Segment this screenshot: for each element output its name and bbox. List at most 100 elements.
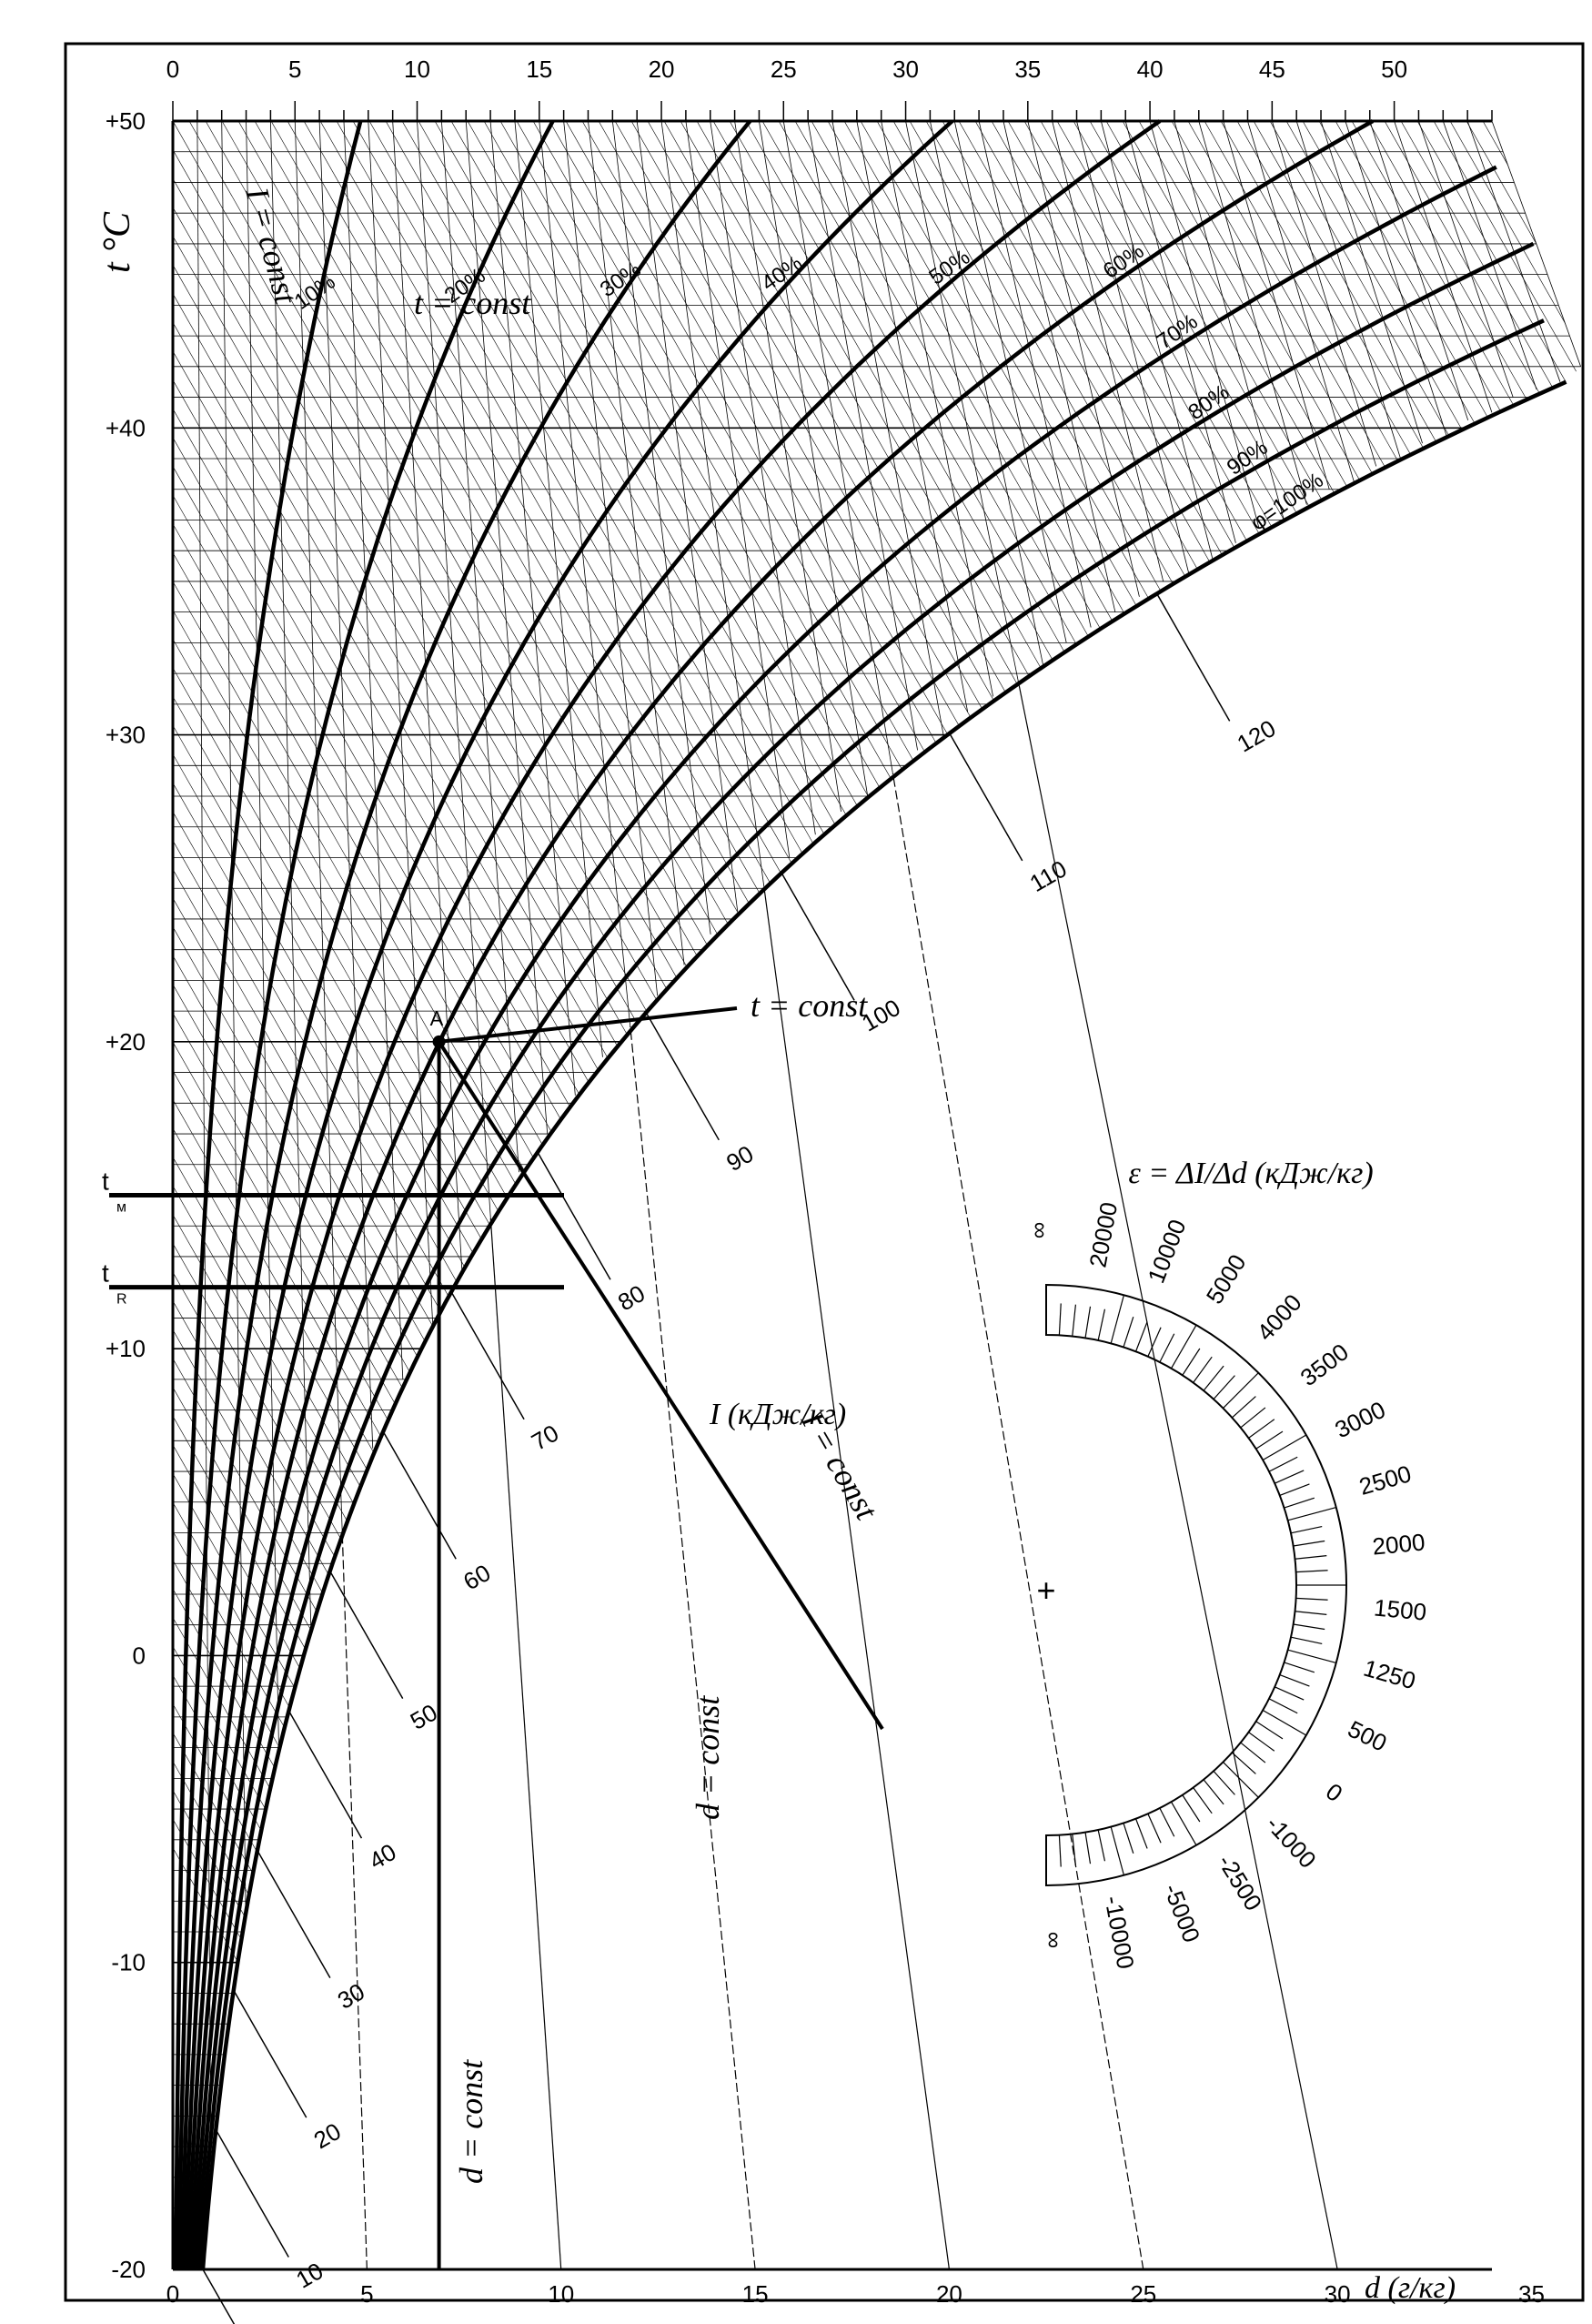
protractor-tick (1293, 1623, 1325, 1631)
d-grid-line (514, 120, 603, 1057)
protractor-label: 2500 (1356, 1460, 1415, 1500)
d-grid-line (417, 120, 491, 1218)
protractor-tick (1097, 1829, 1106, 1862)
left-tick-label: -10 (111, 1949, 146, 1976)
enthalpy-grid-line (173, 121, 1005, 2269)
d-grid-line (660, 120, 765, 889)
enthalpy-grid-line (1498, 121, 1581, 2269)
d-grid-line (611, 120, 711, 935)
d-grid-line (318, 120, 374, 1449)
protractor-label: ∞ (1041, 1932, 1068, 1949)
enthalpy-grid-line (794, 121, 1581, 2269)
point-a-label: A (430, 1007, 444, 1030)
d-grid-line (978, 120, 1092, 628)
enthalpy-grid-line (1253, 121, 1581, 2269)
enthalpy-grid-line (352, 121, 1581, 2269)
enthalpy-grid-line (811, 121, 1581, 2269)
rh-curve-70 (191, 165, 1497, 2270)
protractor-tick (1084, 1832, 1092, 1864)
enthalpy-grid-line (173, 121, 760, 2269)
protractor-tick (1182, 1794, 1201, 1823)
enthalpy-grid-line (173, 121, 1169, 2269)
bottom-tick-label: 5 (360, 2280, 373, 2308)
enthalpy-tick (257, 1850, 331, 1978)
point-a-i-line (437, 1040, 884, 1731)
enthalpy-tick-label: 110 (1025, 854, 1072, 897)
enthalpy-grid-line (1023, 121, 1581, 2269)
top-tick-label: 25 (771, 56, 797, 83)
d-const-line (489, 1218, 562, 2270)
enthalpy-tick-label: 30 (333, 1977, 369, 2014)
enthalpy-grid-line (173, 121, 940, 2269)
enthalpy-tick (537, 1151, 611, 1280)
enthalpy-grid-line (991, 121, 1581, 2269)
protractor-tick (1170, 1324, 1197, 1369)
protractor-tick (1274, 1470, 1305, 1484)
d-grid-line (246, 120, 279, 1748)
enthalpy-grid-line (173, 121, 563, 2269)
d-grid-line (905, 120, 1019, 682)
left-axis-title: t °C (96, 211, 138, 273)
enthalpy-grid-line (1547, 121, 1581, 2269)
protractor-tick (1293, 1540, 1325, 1547)
d-grid-line (1271, 120, 1377, 467)
bottom-tick-label: 35 (1518, 2280, 1545, 2308)
protractor-tick (1159, 1807, 1175, 1837)
enthalpy-grid-line (303, 121, 1578, 2269)
protractor-label: 3500 (1295, 1338, 1354, 1391)
left-tick-label: +20 (106, 1028, 146, 1056)
protractor-tick (1159, 1333, 1175, 1363)
enthalpy-grid-line (581, 121, 1581, 2269)
left-tick-label: -20 (111, 2256, 146, 2283)
enthalpy-grid-line (1351, 121, 1581, 2269)
enthalpy-grid-line (1433, 121, 1581, 2269)
protractor-label: 5000 (1201, 1249, 1252, 1309)
protractor-title: ε = ΔI/Δd (кДж/кг) (1128, 1157, 1373, 1190)
protractor-label: 2000 (1371, 1528, 1426, 1560)
annotation-t_const_mid: t = const (751, 987, 868, 1024)
enthalpy-grid-line (237, 121, 1513, 2269)
d-grid-line (392, 120, 463, 1272)
enthalpy-grid-line (1285, 121, 1581, 2269)
enthalpy-grid-line (173, 121, 1136, 2269)
rh-curve-80 (195, 241, 1535, 2270)
enthalpy-grid-line (1007, 121, 1581, 2269)
protractor-tick (1170, 1801, 1197, 1846)
enthalpy-tick-label: 10 (291, 2257, 327, 2293)
top-tick-label: 50 (1381, 56, 1407, 83)
d-grid-line (465, 120, 549, 1135)
enthalpy-grid-line (958, 121, 1581, 2269)
protractor-label: 20000 (1083, 1200, 1123, 1270)
d-grid-line (856, 120, 969, 712)
enthalpy-grid-line (254, 121, 1529, 2269)
enthalpy-tick-label: 50 (406, 1698, 442, 1734)
enthalpy-tick (949, 733, 1023, 862)
d-grid-line (1295, 120, 1401, 460)
protractor-label: 1250 (1361, 1654, 1419, 1695)
protractor-tick (1203, 1365, 1224, 1391)
protractor-label: -10000 (1099, 1894, 1139, 1971)
protractor-tick (1123, 1316, 1134, 1348)
protractor-center: + (1036, 1571, 1055, 1609)
enthalpy-tick-label: 20 (309, 2117, 346, 2154)
protractor-tick (1268, 1456, 1298, 1472)
enthalpy-grid-line (680, 121, 1581, 2269)
protractor-label: 4000 (1252, 1288, 1307, 1346)
d-grid-line (1345, 120, 1447, 436)
protractor-tick (1295, 1597, 1328, 1601)
protractor-label: ∞ (1024, 1222, 1052, 1239)
enthalpy-grid-line (1449, 121, 1581, 2269)
bottom-tick-label: 20 (936, 2280, 962, 2308)
protractor-tick (1262, 1709, 1307, 1736)
enthalpy-tick-label: 40 (364, 1838, 400, 1874)
enthalpy-grid-line (532, 121, 1581, 2269)
enthalpy-grid-line (729, 121, 1581, 2269)
d-grid-line (1076, 120, 1190, 574)
protractor-tick (1058, 1834, 1062, 1867)
protractor-tick (1268, 1698, 1298, 1714)
left-tick-label: +30 (106, 722, 146, 749)
enthalpy-grid-line (173, 121, 841, 2269)
enthalpy-grid-line (173, 121, 547, 2269)
